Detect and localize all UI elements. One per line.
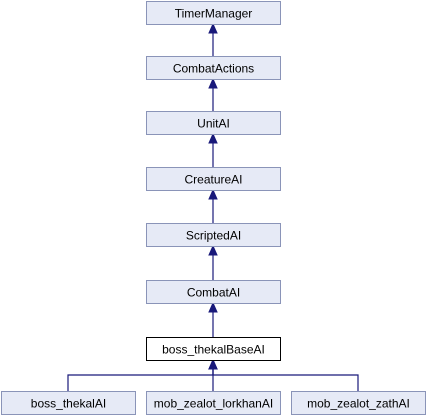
class-label: TimerManager [175,7,253,21]
inheritance-edge [208,188,218,223]
class-node-zath[interactable]: mob_zealot_zathAI [291,391,426,415]
inheritance-edge [208,22,218,56]
inheritance-edge [208,132,218,167]
inheritance-edge [208,244,218,280]
class-label: CreatureAI [184,173,242,187]
edge-line [212,368,359,391]
class-node-combatai[interactable]: CombatAI [146,280,281,304]
class-box [291,391,426,415]
inheritance-edge [208,358,359,391]
edge-arrowhead [208,358,218,370]
class-label: ScriptedAI [186,229,241,243]
class-label: mob_zealot_zathAI [307,397,410,411]
class-node-base: boss_thekalBaseAI [146,337,281,361]
class-node-scriptedai[interactable]: ScriptedAI [146,223,281,247]
class-node-combatactions[interactable]: CombatActions [146,56,281,80]
class-box [146,167,281,191]
class-box [146,223,281,247]
class-node-lorkhan[interactable]: mob_zealot_lorkhanAI [146,391,281,415]
class-label: CombatAI [187,286,240,300]
class-box [146,391,281,415]
inheritance-edge [208,301,218,337]
class-node-unitai[interactable]: UnitAI [146,111,281,135]
edge-arrowhead [208,77,218,89]
edge-arrowhead [208,188,218,200]
class-node-thekal[interactable]: boss_thekalAI [1,391,136,415]
class-box [146,56,281,80]
inheritance-edge [67,358,218,391]
class-box [146,280,281,304]
class-label: CombatActions [173,62,254,76]
inheritance-edge [208,77,218,111]
class-label: boss_thekalAI [31,397,106,411]
edge-line [67,368,214,391]
class-box [146,111,281,135]
class-label: UnitAI [197,117,230,131]
edge-arrowhead [208,22,218,34]
class-box [146,337,281,361]
class-label: boss_thekalBaseAI [162,343,265,357]
class-node-timer[interactable]: TimerManager [146,1,281,25]
inheritance-edges [67,22,359,391]
class-box [146,1,281,25]
class-box [1,391,136,415]
edge-arrowhead [208,244,218,256]
class-label: mob_zealot_lorkhanAI [154,397,273,411]
class-node-creatureai[interactable]: CreatureAI [146,167,281,191]
edge-arrowhead [208,132,218,144]
edge-arrowhead [208,301,218,313]
